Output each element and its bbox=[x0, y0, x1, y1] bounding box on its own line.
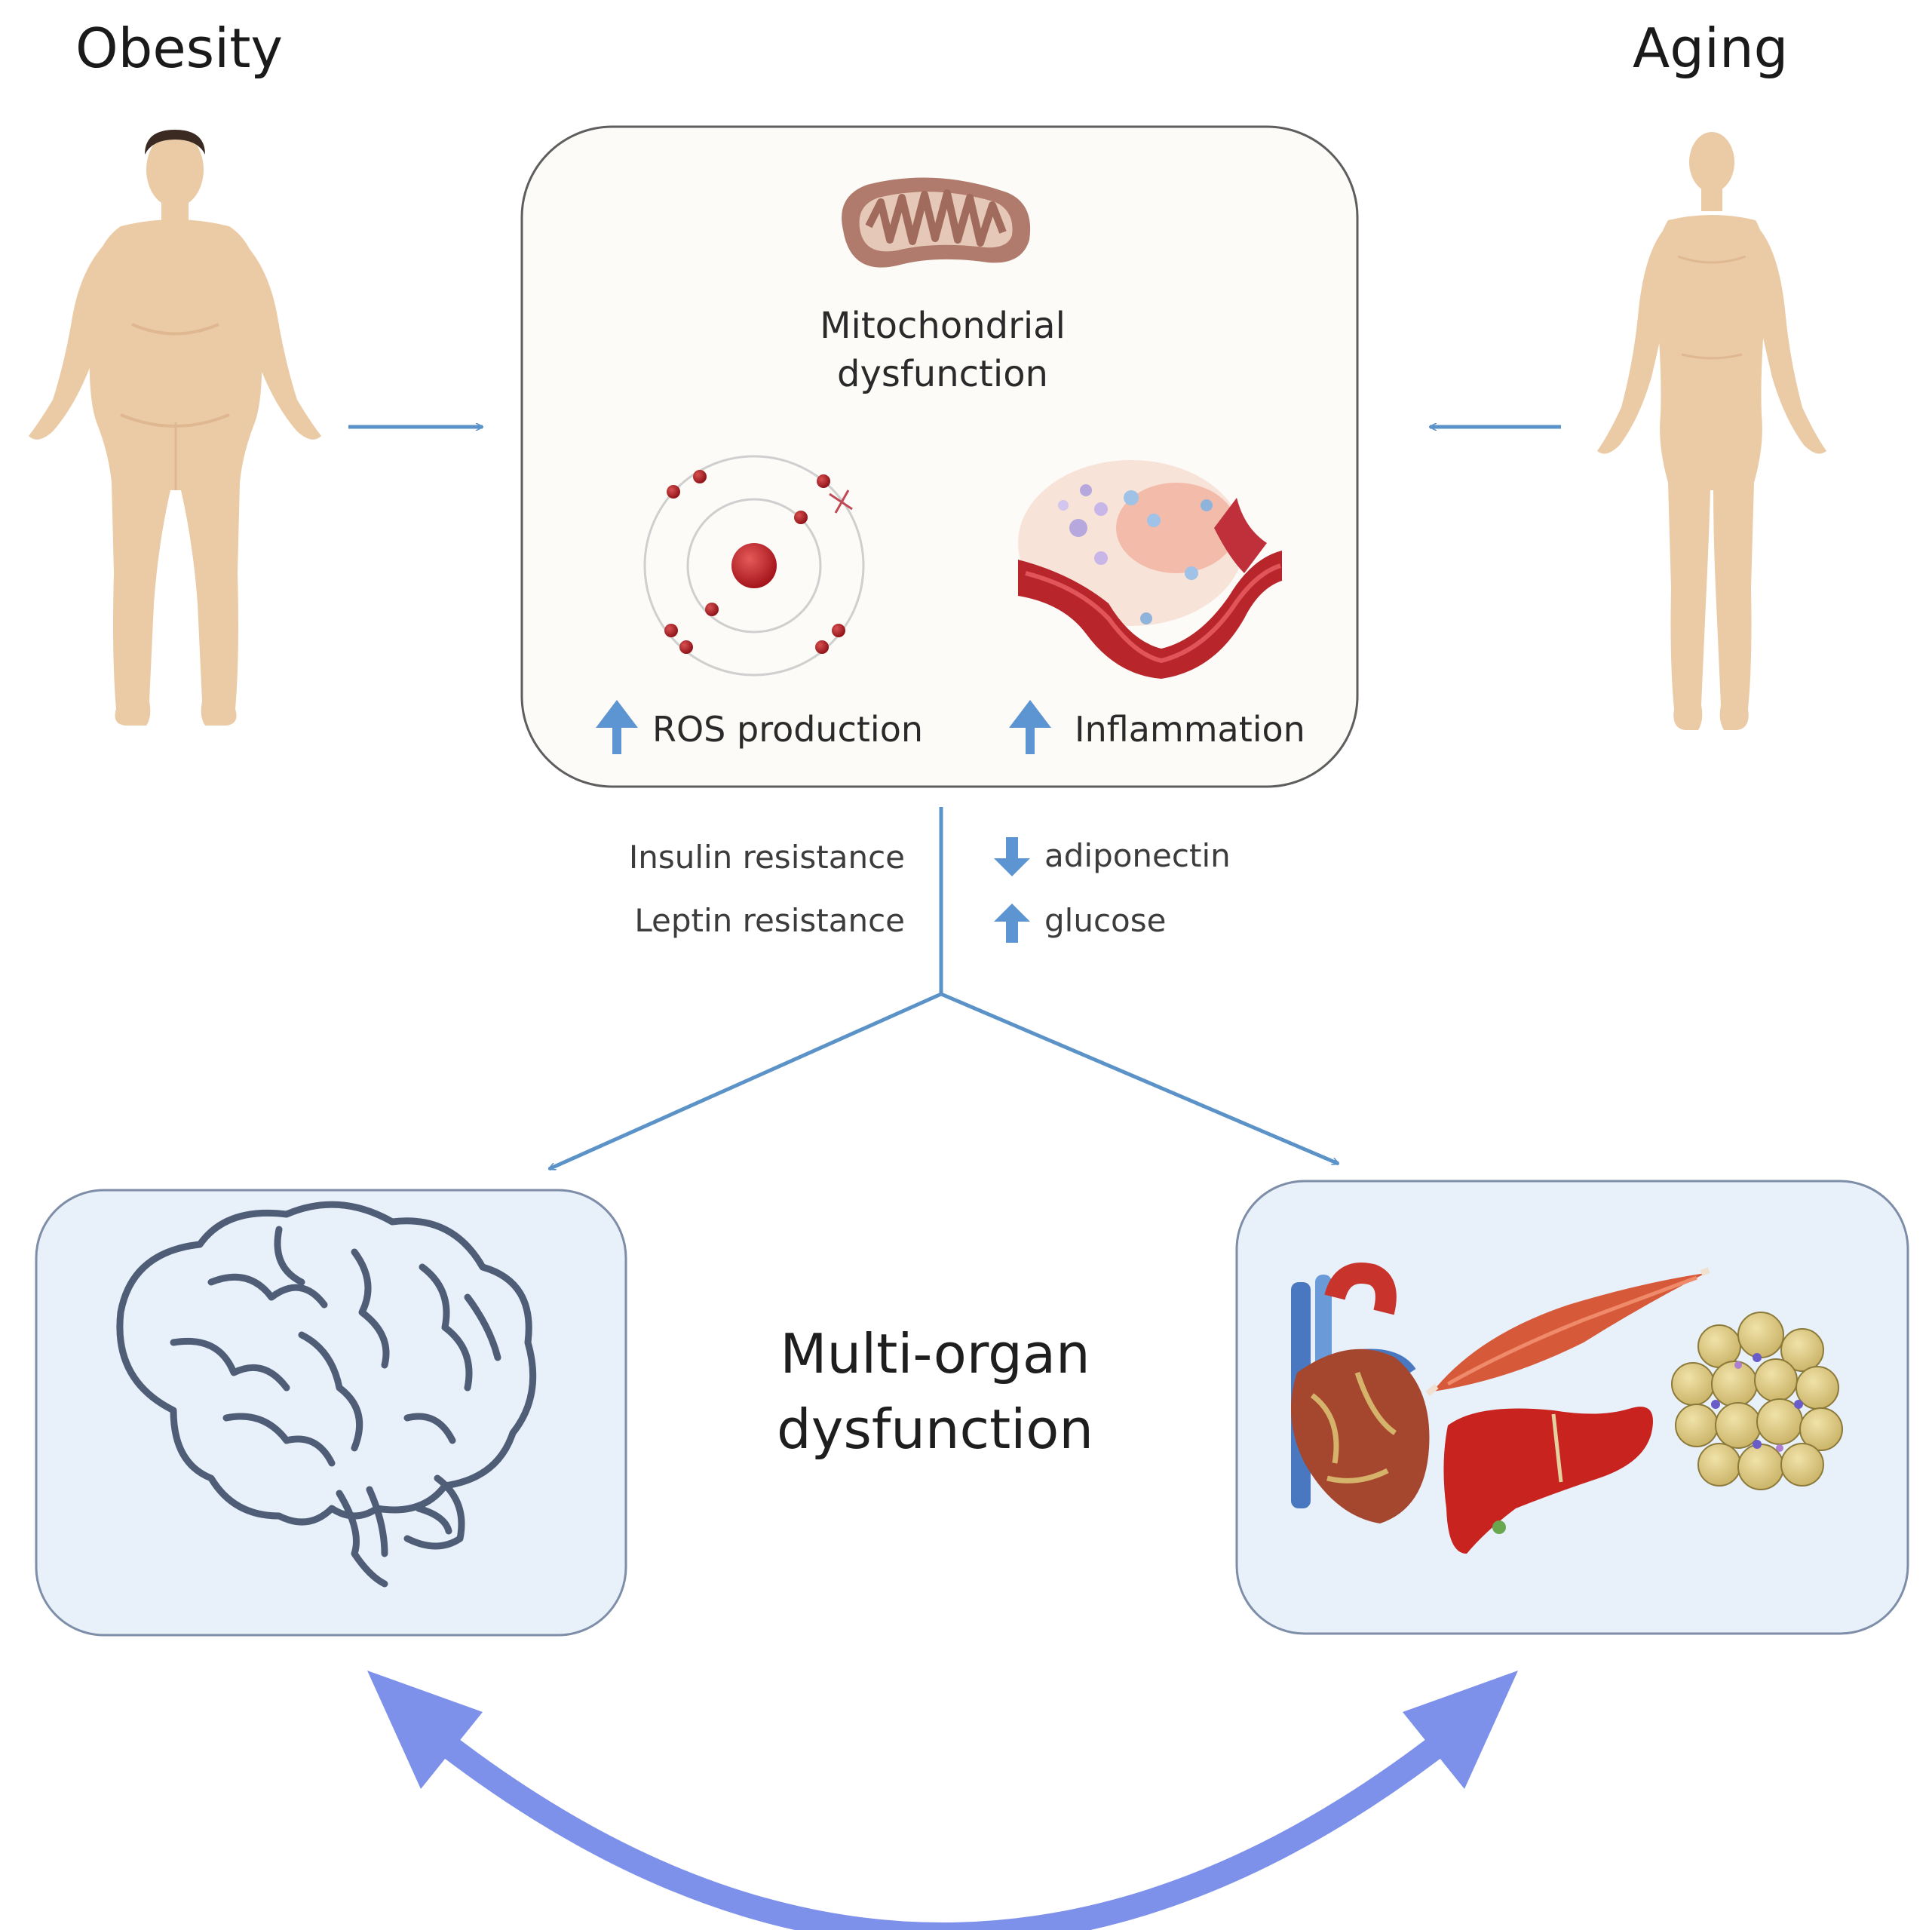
title-line-1: Mitochondrial bbox=[820, 305, 1066, 347]
title-line-2: dysfunction bbox=[837, 353, 1048, 395]
heart-icon bbox=[1291, 1263, 1430, 1523]
multi-organ-dysfunction-label: Multi-organ dysfunction bbox=[739, 1316, 1131, 1467]
liver-icon bbox=[1443, 1407, 1653, 1554]
mitochondrial-dysfunction-title: Mitochondrial dysfunction bbox=[754, 302, 1131, 398]
obesity-label: Obesity bbox=[75, 17, 284, 80]
aging-label: Aging bbox=[1633, 17, 1789, 80]
aging-figure-icon bbox=[1597, 132, 1826, 730]
outcome-line-2: dysfunction bbox=[777, 1398, 1093, 1461]
ros-production-label: ROS production bbox=[652, 709, 923, 750]
branch-to-organs-arrow bbox=[940, 992, 1339, 1166]
glucose-up-arrow-icon bbox=[994, 904, 1030, 943]
outcome-line-1: Multi-organ bbox=[780, 1322, 1090, 1385]
ros-atom-icon bbox=[643, 455, 865, 677]
branch-to-brain-arrow bbox=[549, 992, 943, 1171]
leptin-resistance-label: Leptin resistance bbox=[634, 902, 905, 939]
mitochondrion-icon bbox=[842, 177, 1031, 268]
glucose-label: glucose bbox=[1044, 902, 1167, 939]
insulin-resistance-label: Insulin resistance bbox=[628, 839, 905, 876]
inflammation-label: Inflammation bbox=[1075, 709, 1305, 750]
brain-box bbox=[35, 1189, 627, 1637]
obese-figure-icon bbox=[29, 130, 321, 726]
ros-up-arrow-icon bbox=[596, 700, 638, 754]
adiponectin-label: adiponectin bbox=[1044, 837, 1231, 874]
muscle-icon bbox=[1425, 1267, 1710, 1397]
bidirectional-arrow bbox=[367, 1671, 1518, 1930]
inflammation-vessel-icon bbox=[1018, 460, 1282, 679]
inflammation-up-arrow-icon bbox=[1009, 700, 1051, 754]
organs-box bbox=[1235, 1180, 1909, 1635]
adipose-tissue-icon bbox=[1671, 1312, 1843, 1490]
brain-icon bbox=[116, 1201, 537, 1588]
adiponectin-down-arrow-icon bbox=[994, 837, 1030, 876]
